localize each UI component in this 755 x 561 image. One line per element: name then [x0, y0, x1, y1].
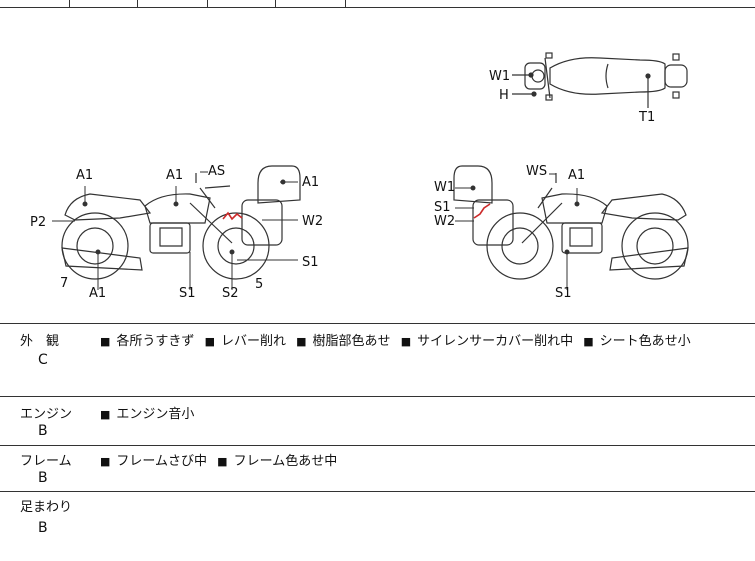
- table-cell: [0, 0, 70, 8]
- row-grade: B: [38, 520, 48, 536]
- bullet-icon: ■: [217, 455, 228, 468]
- table-cell: [70, 0, 138, 8]
- inspection-row-suspension: 足まわり B: [0, 492, 755, 561]
- right-view-leader-lines: [455, 173, 580, 290]
- row-title: 外 観: [20, 334, 60, 349]
- note-item: フレーム色あせ中: [233, 454, 338, 469]
- note-item: エンジン音小: [116, 407, 195, 422]
- diagram-label: S1: [179, 286, 196, 301]
- diagram-label: W2: [434, 214, 455, 229]
- diagram-label: 7: [60, 276, 68, 291]
- right-view-labels: WS A1 W1 S1 W2 S1: [434, 164, 585, 301]
- diagram-label: A1: [166, 168, 183, 183]
- left-view-motorcycle: [61, 165, 301, 280]
- left-view-leader-lines: [52, 171, 298, 290]
- diagram-label: A1: [302, 175, 319, 190]
- bullet-icon: ■: [583, 335, 594, 348]
- bullet-icon: ■: [400, 335, 412, 348]
- diagram-label: S1: [302, 255, 319, 270]
- row-title: フレーム: [20, 454, 72, 469]
- top-view-motorcycle: [512, 52, 688, 108]
- scratch-mark: [473, 203, 491, 219]
- table-cell: [276, 0, 346, 8]
- scratch-mark: [222, 211, 243, 221]
- row-notes: ■ フレームさび中 ■ フレーム色あせ中: [100, 450, 343, 469]
- bullet-icon: ■: [204, 335, 215, 348]
- diagram-label: WS: [526, 164, 547, 179]
- previous-table-row: [0, 0, 755, 8]
- bullet-icon: ■: [100, 455, 111, 468]
- diagram-label: H: [499, 88, 509, 103]
- bullet-icon: ■: [296, 335, 307, 348]
- diagram-label: S1: [555, 286, 572, 301]
- left-view-labels: A1 A1 AS A1 P2 W2 S1 7 A1 S1 S2 5: [30, 164, 323, 301]
- bullet-icon: ■: [100, 335, 111, 348]
- diagram-label: W1: [489, 69, 510, 84]
- table-cell: [138, 0, 208, 8]
- diagram-label: A1: [76, 168, 93, 183]
- note-item: シート色あせ小: [599, 334, 691, 349]
- diagram-label: W1: [434, 180, 455, 195]
- diagram-label: S1: [434, 200, 451, 215]
- row-notes: ■ エンジン音小: [100, 403, 200, 422]
- inspection-row-exterior: 外 観 C ■ 各所うすきず ■ レバー削れ ■ 樹脂部色あせ ■ サイレンサーカバー削…: [0, 324, 755, 397]
- note-item: サイレンサーカバー削れ中: [417, 334, 574, 349]
- diagram-label: W2: [302, 214, 323, 229]
- diagram-label: T1: [638, 110, 655, 125]
- row-grade: B: [38, 470, 48, 486]
- row-notes: ■ 各所うすきず ■ レバー削れ ■ 樹脂部色あせ ■ サイレンサーカバー削れ中 ■ シー…: [100, 330, 697, 349]
- row-grade: B: [38, 423, 48, 439]
- table-cell: [208, 0, 276, 8]
- inspection-row-frame: フレーム B ■ フレームさび中 ■ フレーム色あせ中: [0, 446, 755, 492]
- diagram-label: P2: [30, 215, 46, 230]
- diagram-label: A1: [89, 286, 106, 301]
- diagram-label: A1: [568, 168, 585, 183]
- damage-diagram: W1 H T1: [0, 8, 755, 324]
- top-view-labels: W1 H T1: [489, 69, 655, 125]
- note-item: 樹脂部色あせ: [312, 334, 391, 349]
- bullet-icon: ■: [100, 408, 111, 421]
- note-item: フレームさび中: [116, 454, 208, 469]
- diagram-label: 5: [255, 277, 263, 292]
- row-title: エンジン: [20, 407, 73, 422]
- diagram-label: S2: [222, 286, 239, 301]
- inspection-row-engine: エンジン B ■ エンジン音小: [0, 397, 755, 446]
- note-item: 各所うすきず: [116, 334, 195, 349]
- row-title: 足まわり: [20, 500, 73, 515]
- note-item: レバー削れ: [220, 334, 286, 349]
- motorcycle-diagrams: W1 H T1: [30, 52, 689, 301]
- diagram-label: AS: [208, 164, 225, 179]
- right-view-motorcycle: [453, 165, 689, 280]
- row-grade: C: [38, 352, 48, 368]
